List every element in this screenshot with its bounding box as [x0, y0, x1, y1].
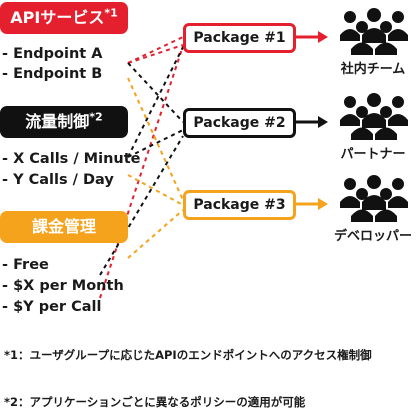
category-header-billing: 課金管理	[0, 211, 128, 243]
link-orange-1	[127, 77, 184, 201]
audience-label-internal-team: 社内チーム	[340, 62, 406, 77]
audience-label-partner: パートナー	[340, 147, 406, 162]
list-item: - Endpoint B	[2, 66, 103, 82]
people-group-icon	[340, 175, 408, 222]
list-item: - $X per Month	[2, 278, 124, 294]
people-group-icon	[340, 8, 408, 55]
link-black-2	[127, 46, 184, 158]
arrow-head-package-3	[318, 198, 328, 210]
list-item: - X Calls / Minute	[2, 151, 141, 167]
list-item: - Y Calls / Day	[2, 172, 114, 188]
footnote-2: *2：アプリケーションごとに異なるポリシーの適用が可能	[4, 395, 306, 409]
link-black-1	[127, 62, 184, 123]
link-black-3	[127, 129, 184, 158]
package-3-box: Package #3	[183, 190, 296, 220]
link-endpoint-a-to-package-1	[127, 36, 184, 64]
category-header-rate-limit: 流量制御*2	[0, 106, 128, 138]
list-item: - Free	[2, 257, 49, 273]
link-orange-2	[127, 174, 184, 206]
list-item: - Endpoint A	[2, 46, 103, 62]
footnote-1: *1：ユーザグループに応じたAPIのエンドポイントへのアクセス権制御	[4, 348, 372, 362]
audience-label-developer: デベロッパー	[333, 229, 412, 244]
link-orange-3	[127, 209, 184, 259]
category-header-api-service: APIサービス*1	[0, 2, 128, 34]
arrow-head-package-1	[318, 31, 328, 43]
list-item: - $Y per Call	[2, 299, 102, 315]
arrow-head-package-2	[318, 116, 328, 128]
package-2-box: Package #2	[183, 108, 296, 138]
link-endpoint-a-to-package-2	[127, 44, 184, 64]
package-1-box: Package #1	[183, 23, 296, 53]
link-black-4	[99, 135, 184, 276]
people-group-icon	[340, 93, 408, 140]
